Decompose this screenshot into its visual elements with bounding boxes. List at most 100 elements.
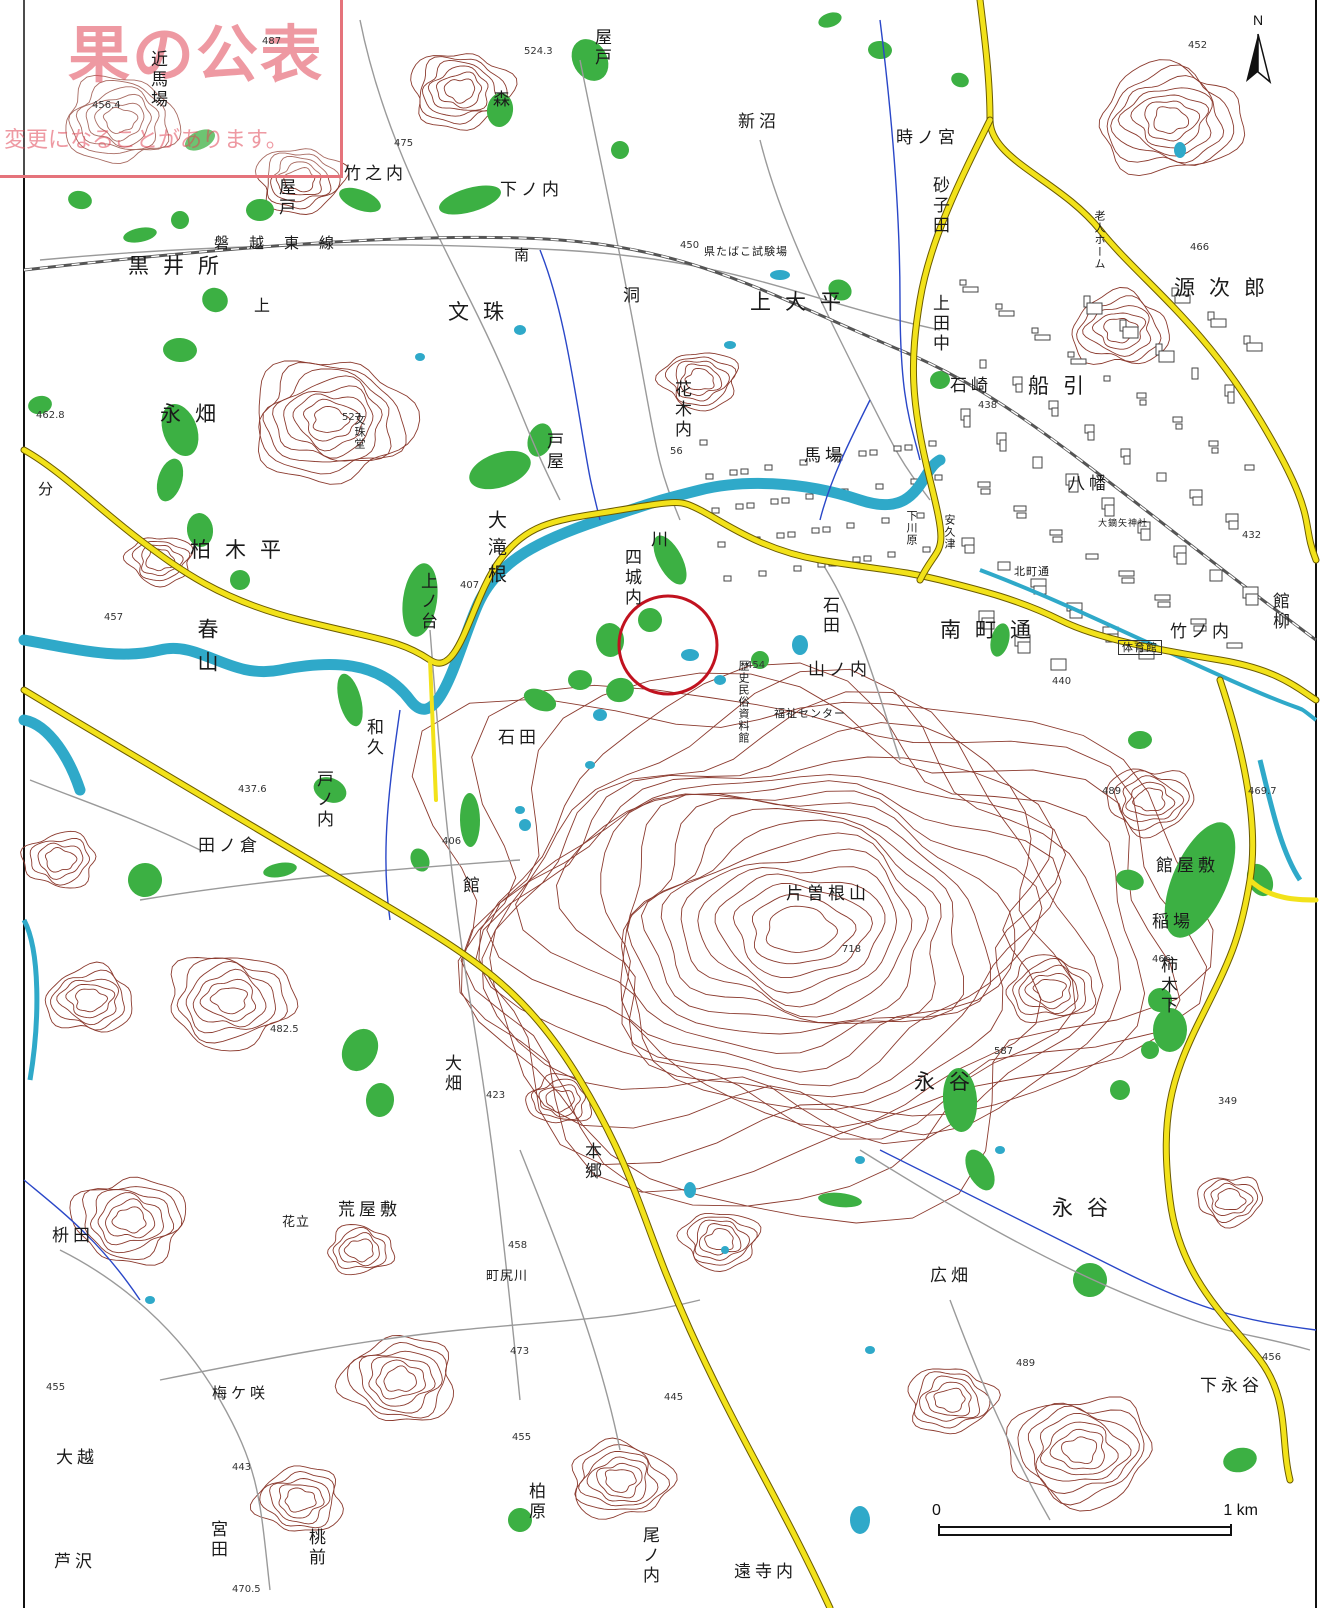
label-takenouchi-east: 竹ノ内 [1170,622,1233,642]
stamp-title: 果の公表 [67,18,324,91]
label-inaba: 稲場 [1152,912,1194,932]
label-kakinokishita: 柿木下 [1157,956,1177,1016]
elevation-mark: 456 [1262,1352,1282,1363]
elevation-mark: 718 [842,944,862,955]
label-tanokura: 田ノ倉 [198,836,261,856]
label-funabiki: 船引 [1028,374,1098,398]
map-frame [24,0,1316,1608]
label-sunakoda: 砂子田 [929,176,949,236]
railway-line [23,235,1317,642]
elevation-mark: 475 [394,138,414,149]
label-shimonouchi: 下ノ内 [500,180,563,200]
elevation-mark: 462.8 [36,410,65,421]
label-banetsu-tosen: 磐越東線 [214,234,355,252]
elevation-mark: 445 [664,1392,684,1403]
elevation-mark: 349 [1218,1096,1238,1107]
label-hanakiuchi: 花木内 [671,380,691,440]
label-yamanouchi: 山ノ内 [808,660,871,680]
elevation-mark: 489 [1102,786,1122,797]
label-rojin-home: 老人ホーム [1093,210,1106,270]
label-kashiwabara: 柏原 [525,1482,545,1522]
label-arayashiki: 荒屋敷 [338,1200,401,1220]
elevation-mark: 454 [746,660,766,671]
label-yasuhisatsu: 安久津 [943,514,956,550]
elevation-mark: 527 [342,412,362,423]
elevation-mark: 587 [994,1046,1014,1057]
label-shimoeiya: 下永谷 [1200,1376,1263,1396]
label-kuroisho: 黒井所 [128,254,233,278]
elevation-mark: 469.7 [1248,786,1277,797]
label-shijouchi: 四城内 [621,548,641,608]
label-kaminodai: 上ノ台 [417,572,437,632]
label-wakyu: 和久 [363,718,383,758]
highways [20,0,1320,1608]
label-kashiwagidaira: 柏木平 [190,538,295,562]
label-karita: 枡田 [52,1226,94,1246]
label-tabako-shikenjo: 県たばこ試験場 [704,245,788,258]
label-ashizawa: 芦沢 [54,1552,96,1572]
elevation-mark: 473 [510,1346,530,1357]
label-kamioodaira: 上大平 [750,290,855,314]
scale-bar: 0 1 km [932,1502,1258,1562]
label-ue: 上 [254,296,275,315]
label-tohjiuchi: 遠寺内 [734,1562,797,1582]
label-tate: 館 [459,876,479,896]
elevation-mark: 423 [486,1090,506,1101]
label-bun: 分 [38,480,58,498]
label-kawa: 川 [647,530,667,550]
label-shinnuma: 新沼 [738,112,780,132]
label-ohkoshi: 大越 [56,1448,98,1468]
label-takenouchi: 竹之内 [344,164,407,184]
label-mori: 森 [489,90,509,110]
label-tatehayashi: 館柳 [1269,592,1289,632]
elevation-mark: 466 [1190,242,1210,253]
label-shimokawahara: 下川原 [905,510,918,546]
label-toya: 戸屋 [543,432,563,472]
label-hanadate: 花立 [282,1215,311,1230]
elevation-mark: 443 [232,1462,252,1473]
label-ishida-north: 石田 [498,728,540,748]
label-onouchi: 尾ノ内 [639,1526,659,1586]
elevation-mark: 487 [262,36,282,47]
label-yado-west: 屋戸 [275,178,295,218]
label-kamitanaka: 上田中 [929,294,949,354]
north-arrow: N [1238,12,1278,92]
scale-start: 0 [932,1502,941,1519]
label-umegasaki: 梅ケ咲 [212,1384,270,1402]
elevation-mark: 406 [442,836,462,847]
streams [23,19,1317,1331]
elevation-mark: 456.4 [92,100,121,111]
label-ishida-center: 石田 [819,596,839,636]
label-yado: 屋戸 [591,28,611,68]
label-chikababa: 近馬場 [147,50,167,110]
label-hirohata: 広畑 [930,1266,972,1286]
label-monju: 文珠 [448,300,518,324]
elevation-mark: 482.5 [270,1024,299,1035]
elevation-mark: 452 [1188,40,1208,51]
elevation-mark: 457 [104,612,124,623]
elevation-mark: 432 [1242,530,1262,541]
ponds [145,142,1186,1534]
label-eiya: 永谷 [914,1070,984,1094]
label-taiikukan: 体育館 [1118,640,1162,655]
label-miyata: 宮田 [207,1520,227,1560]
label-machijirikawa: 町尻川 [486,1269,529,1284]
elevation-mark: 455 [512,1432,532,1443]
label-tonouchi: 戸ノ内 [313,770,333,830]
publication-stamp: 果の公表 変更になることがあります。 [0,0,343,178]
elevation-mark: 466 [1152,954,1172,965]
label-genjiro: 源次郎 [1174,276,1279,300]
elevation-mark: 450 [680,240,700,251]
elevation-mark: 470.5 [232,1584,261,1595]
label-hachiman: 八幡 [1068,474,1110,494]
forest-areas [28,12,1274,1532]
label-ohbatake: 大畑 [441,1054,461,1094]
contour-lines [20,53,1264,1532]
elevation-mark: 524.3 [524,46,553,57]
elevation-mark: 458 [508,1240,528,1251]
elevation-mark: 489 [1016,1358,1036,1369]
stamp-note: 変更になることがあります。 [4,128,288,153]
north-label: N [1252,12,1264,28]
